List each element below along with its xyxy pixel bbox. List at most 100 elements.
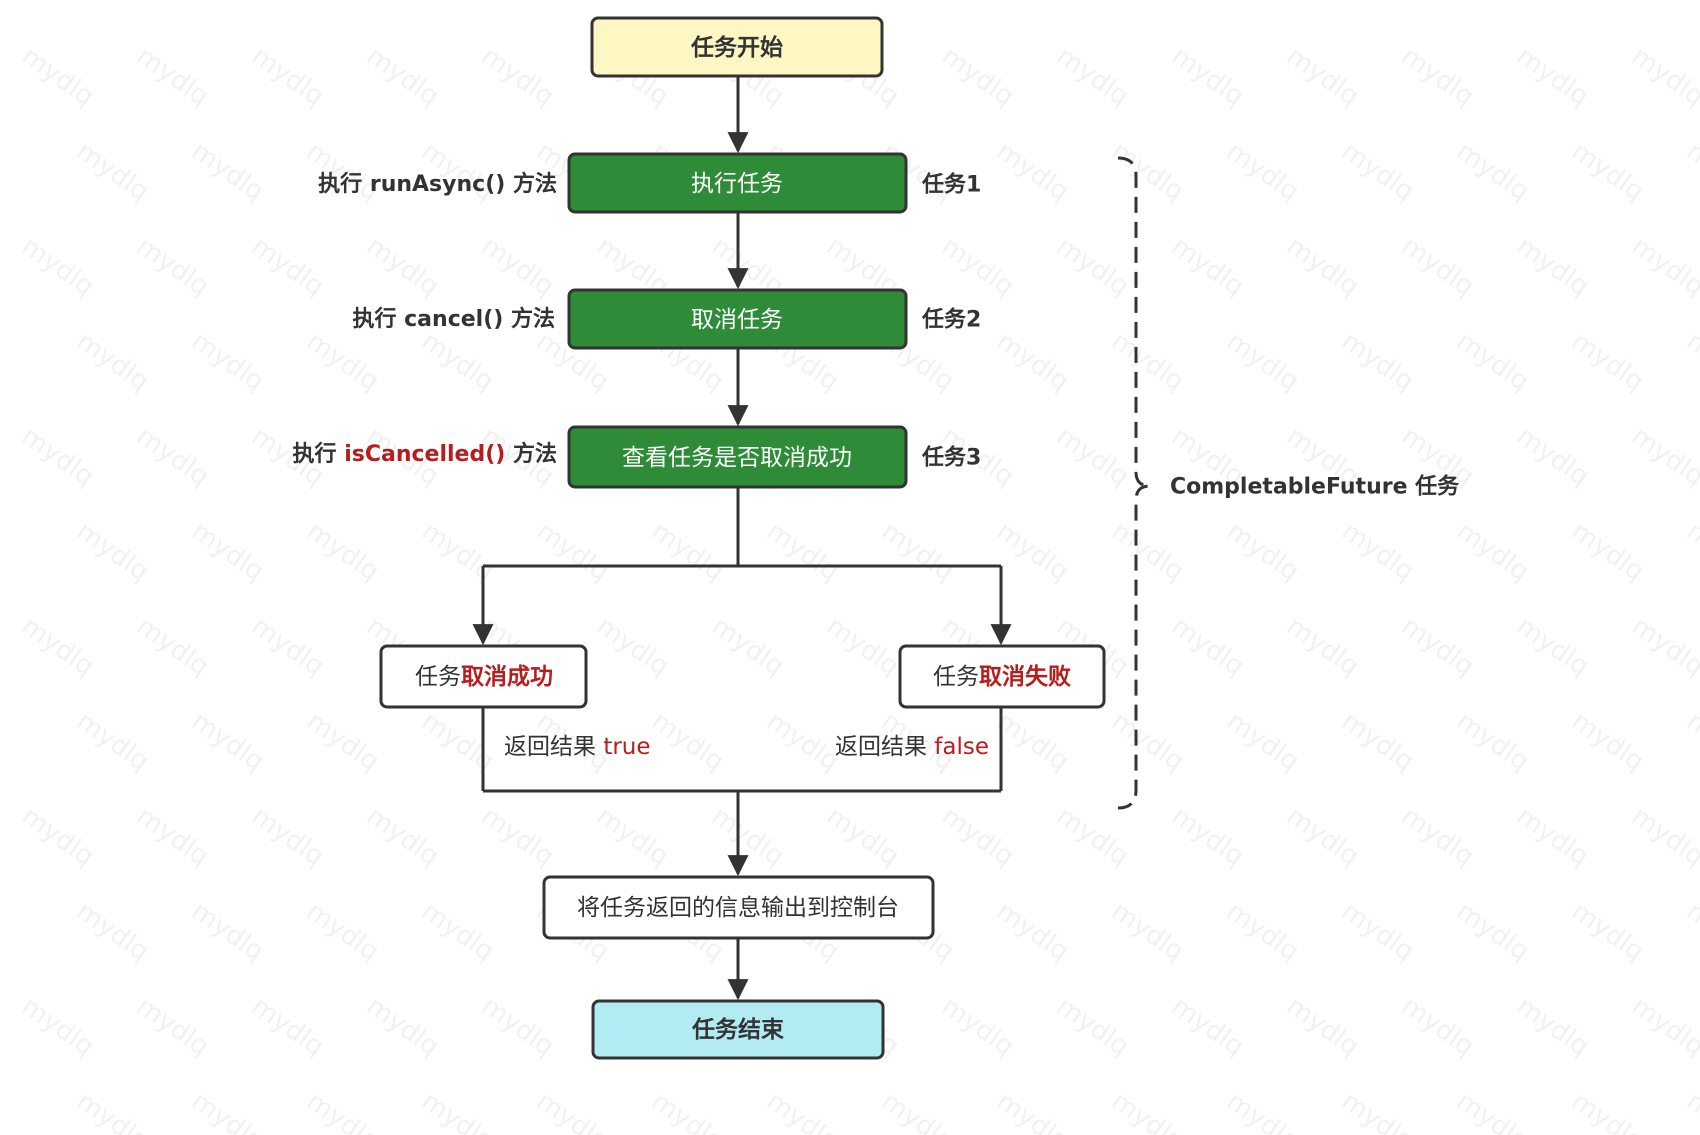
step3-left-prefix: 执行 <box>293 441 337 467</box>
watermark-text: mydlq <box>1396 231 1480 302</box>
watermark-text: mydlq <box>476 991 560 1062</box>
watermark-text: mydlq <box>71 516 155 587</box>
watermark-text: mydlq <box>821 801 905 872</box>
watermark-text: mydlq <box>416 706 500 777</box>
watermark-text: mydlq <box>246 231 330 302</box>
watermark-text: mydlq <box>1051 421 1135 492</box>
watermark-text: mydlq <box>1281 611 1365 682</box>
watermark-text: mydlq <box>646 1086 730 1135</box>
node-success-box <box>379 644 588 709</box>
step2-left-method: cancel() <box>404 307 503 332</box>
step3-left-suffix: 方法 <box>513 441 557 467</box>
watermark-text: mydlq <box>646 706 730 777</box>
watermark-text: mydlq <box>301 1086 385 1135</box>
watermark-text: mydlq <box>1451 326 1535 397</box>
watermark-text: mydlq <box>1221 136 1305 207</box>
watermark-text: mydlq <box>761 516 845 587</box>
watermark-text: mydlq <box>1396 611 1480 682</box>
watermark-text: mydlq <box>301 896 385 967</box>
watermark-text: mydlq <box>1051 41 1135 112</box>
watermark-text: mydlq <box>991 136 1075 207</box>
watermark-text: mydlq <box>131 611 215 682</box>
watermark-text: mydlq <box>476 801 560 872</box>
step2-side-label: 任务2 <box>921 307 981 333</box>
node-end-box <box>591 999 885 1060</box>
step3-left-method: isCancelled() <box>344 442 505 467</box>
node-success: 任务取消成功 <box>379 644 588 709</box>
watermark-text: mydlq <box>16 421 100 492</box>
watermark-text: mydlq <box>1336 1086 1420 1135</box>
watermark-text: mydlq <box>1281 991 1365 1062</box>
watermark-text: mydlq <box>1566 516 1650 587</box>
watermark-text: mydlq <box>531 516 615 587</box>
node-end: 任务结束 <box>591 999 885 1060</box>
watermark-text: mydlq <box>821 611 905 682</box>
watermark-text: mydlq <box>186 516 270 587</box>
watermark-text: mydlq <box>591 611 675 682</box>
watermark-text: mydlq <box>646 516 730 587</box>
watermark-text: mydlq <box>1336 706 1420 777</box>
watermark-text: mydlq <box>1626 231 1700 302</box>
watermark-text: mydlq <box>131 41 215 112</box>
watermark-text: mydlq <box>991 516 1075 587</box>
watermark-text: mydlq <box>71 706 155 777</box>
fail-return-prefix: 返回结果 <box>835 734 927 760</box>
watermark-text: mydlq <box>186 896 270 967</box>
watermark-text: mydlq <box>246 801 330 872</box>
watermark-text: mydlq <box>1451 896 1535 967</box>
watermark-text: mydlq <box>1681 706 1700 777</box>
watermark-text: mydlq <box>1336 516 1420 587</box>
watermark-text: mydlq <box>1106 1086 1190 1135</box>
node-fail-emphasis: 取消失败 <box>979 664 1071 690</box>
watermark-text: mydlq <box>1106 326 1190 397</box>
watermark-text: mydlq <box>16 231 100 302</box>
watermark-text: mydlq <box>246 991 330 1062</box>
watermark-text: mydlq <box>1221 1086 1305 1135</box>
success-return-prefix: 返回结果 <box>504 734 596 760</box>
watermark-text: mydlq <box>416 326 500 397</box>
watermark-text: mydlq <box>876 516 960 587</box>
watermark-text: mydlq <box>131 421 215 492</box>
watermark-text: mydlq <box>1451 516 1535 587</box>
step3-left-label: 执行 isCancelled() 方法 <box>293 441 558 467</box>
watermark-text: mydlq <box>1626 41 1700 112</box>
node-fail-prefix: 任务 <box>933 664 979 690</box>
node-start-label: 任务开始 <box>690 34 783 61</box>
watermark-text: mydlq <box>761 706 845 777</box>
watermark-text: mydlq <box>246 41 330 112</box>
watermark-text: mydlq <box>131 991 215 1062</box>
watermark-text: mydlq <box>1681 896 1700 967</box>
watermark-text: mydlq <box>936 231 1020 302</box>
watermark-text: mydlq <box>1511 991 1595 1062</box>
watermark-text: mydlq <box>71 1086 155 1135</box>
watermark-text: mydlq <box>71 136 155 207</box>
watermark-text: mydlq <box>761 1086 845 1135</box>
node-step2: 取消任务 <box>567 288 908 350</box>
success-return-value: true <box>603 734 650 760</box>
watermark-text: mydlq <box>1051 801 1135 872</box>
watermark-text: mydlq <box>1221 326 1305 397</box>
step1-left-prefix: 执行 <box>318 171 362 197</box>
success-return-label: 返回结果 true <box>504 734 651 760</box>
watermark-text: mydlq <box>1166 41 1250 112</box>
watermark-text: mydlq <box>1106 896 1190 967</box>
watermark-text: mydlq <box>361 41 445 112</box>
watermark-text: mydlq <box>131 231 215 302</box>
watermark-text: mydlq <box>1451 136 1535 207</box>
watermark-text: mydlq <box>71 896 155 967</box>
watermark-text: mydlq <box>1166 801 1250 872</box>
watermark-text: mydlq <box>416 1086 500 1135</box>
watermark-text: mydlq <box>71 326 155 397</box>
watermark-text: mydlq <box>301 326 385 397</box>
watermark-text: mydlq <box>991 706 1075 777</box>
watermark-text: mydlq <box>1221 706 1305 777</box>
node-success-emphasis: 取消成功 <box>461 664 553 690</box>
watermark-text: mydlq <box>591 801 675 872</box>
watermark-text: mydlq <box>936 801 1020 872</box>
node-output-label: 将任务返回的信息输出到控制台 <box>577 895 899 921</box>
watermark-text: mydlq <box>1626 991 1700 1062</box>
step2-left-prefix: 执行 <box>352 306 396 332</box>
watermark-text: mydlq <box>1681 1086 1700 1135</box>
node-step3-label: 查看任务是否取消成功 <box>622 445 852 471</box>
